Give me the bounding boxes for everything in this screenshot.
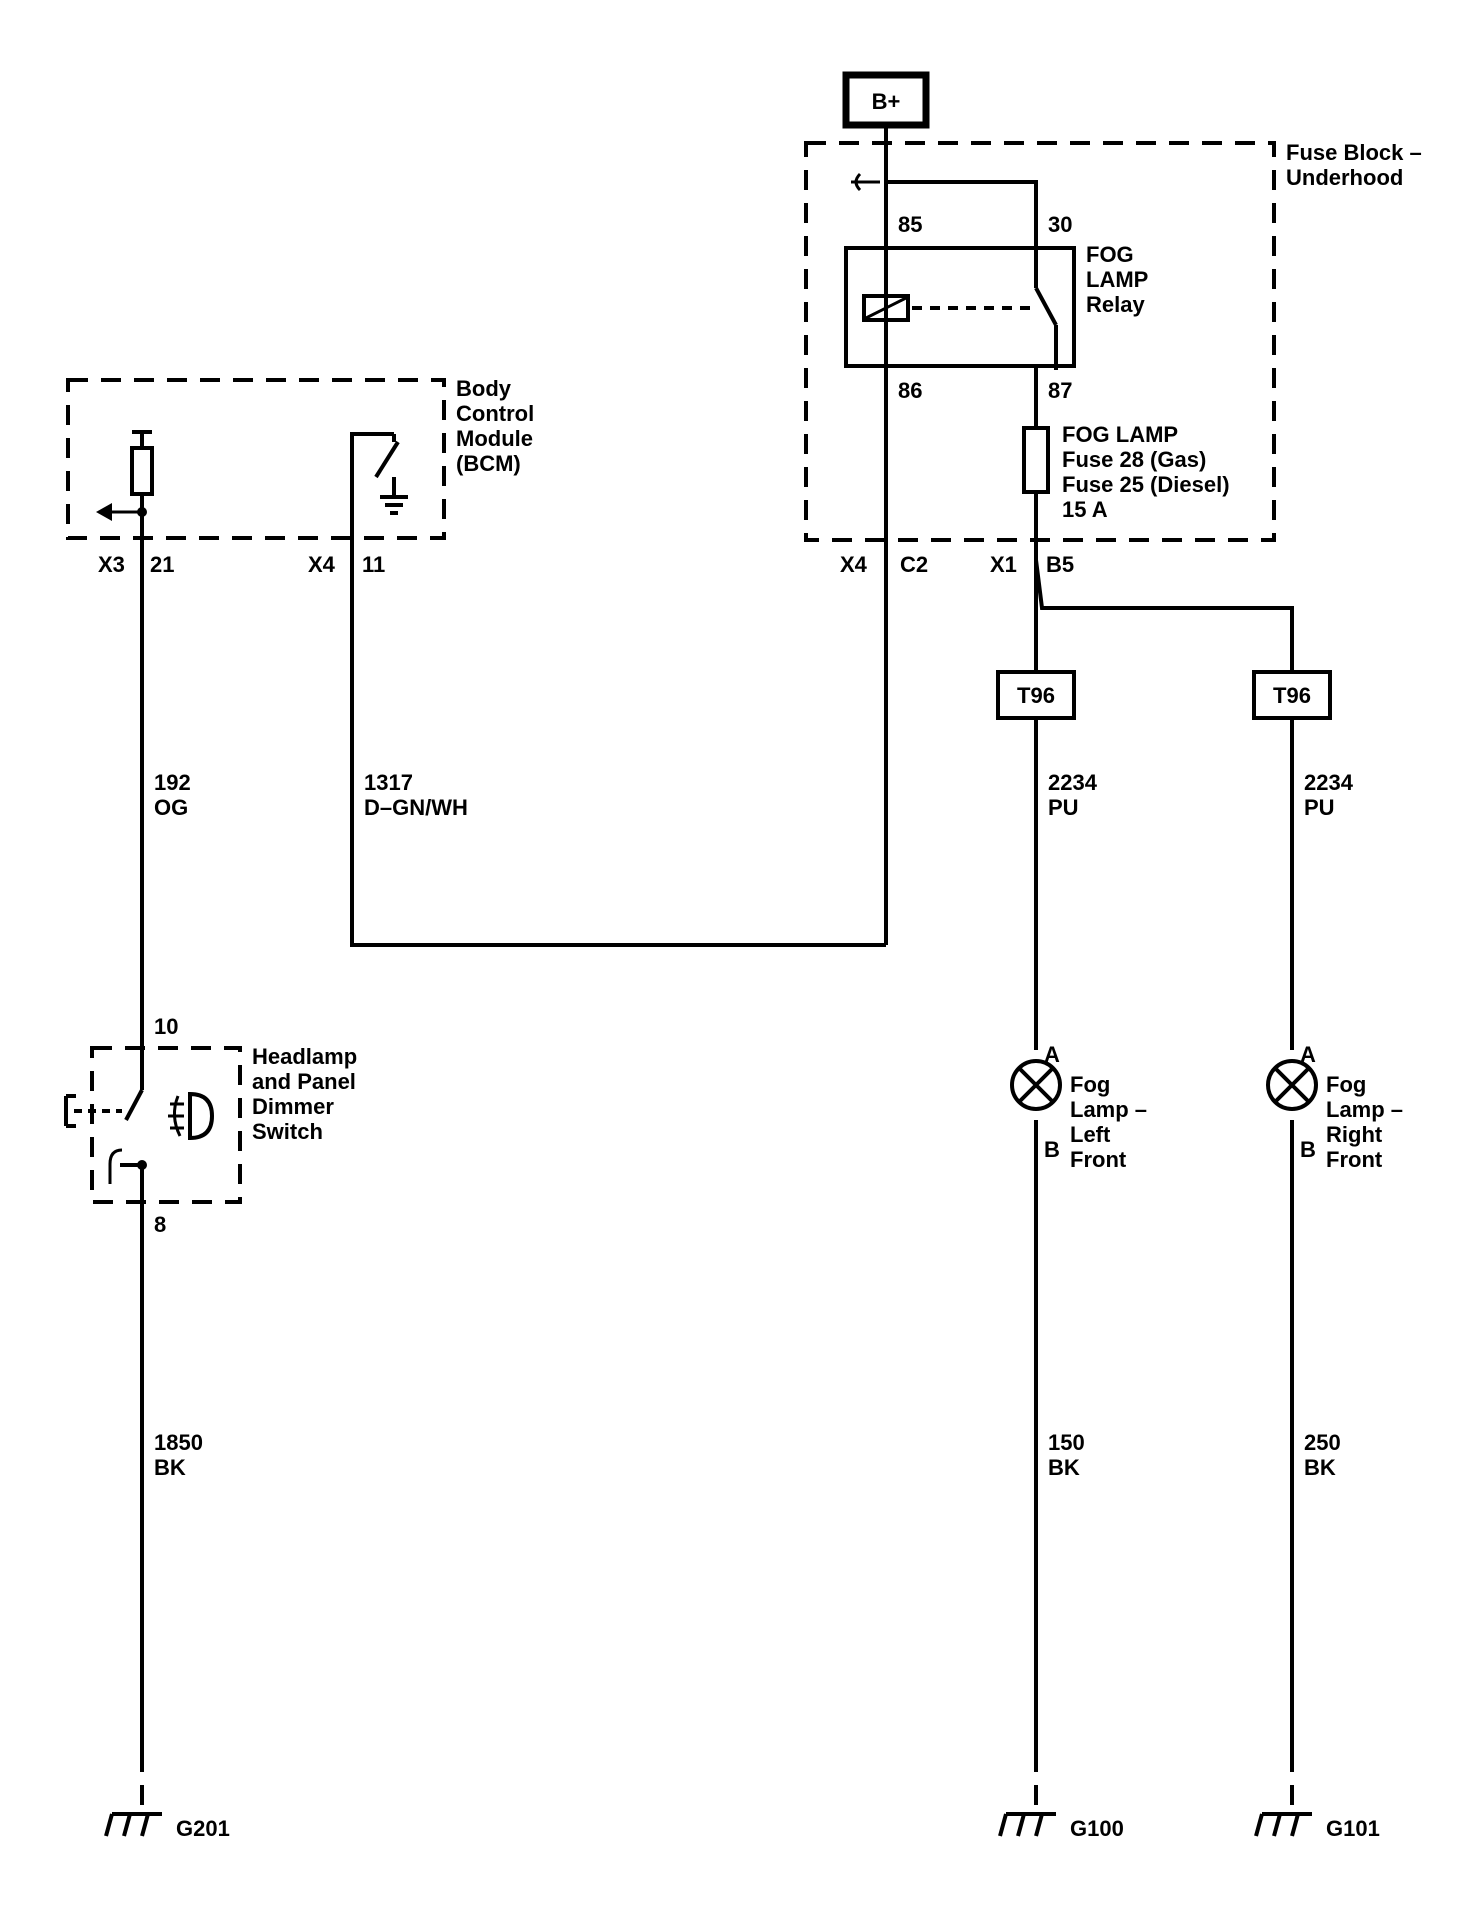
bcm-connector-x4: X4 bbox=[308, 552, 336, 577]
switch-name-line1: Headlamp bbox=[252, 1044, 357, 1069]
relay-name-line1: FOG bbox=[1086, 242, 1134, 267]
wire-2234-right-color: PU bbox=[1304, 795, 1335, 820]
relay-switch-icon bbox=[1034, 250, 1058, 370]
relay-box bbox=[844, 246, 1076, 368]
wire-192-color: OG bbox=[154, 795, 188, 820]
wire-2234-left-circuit: 2234 bbox=[1048, 770, 1098, 795]
switch-name-line3: Dimmer bbox=[252, 1094, 334, 1119]
wire-250-color: BK bbox=[1304, 1455, 1336, 1480]
fuse-block-boundary bbox=[804, 141, 1276, 542]
headlamp-panel-dimmer-switch: 10 8 Headlamp and Panel Dimmer Switch bbox=[64, 945, 357, 1752]
relay-name-line3: Relay bbox=[1086, 292, 1145, 317]
fog-lamp-left-name-line2: Lamp – bbox=[1070, 1097, 1147, 1122]
fuse-block-pin-c2: C2 bbox=[900, 552, 928, 577]
fog-lamp-relay: 85 30 86 87 FOG LAMP Relay bbox=[844, 212, 1148, 403]
wire-2234-left-color: PU bbox=[1048, 795, 1079, 820]
bcm-name-line3: Module bbox=[456, 426, 533, 451]
bcm-name-line2: Control bbox=[456, 401, 534, 426]
fog-lamp-left-name-line1: Fog bbox=[1070, 1072, 1110, 1097]
wire-2234-right-circuit: 2234 bbox=[1304, 770, 1354, 795]
bcm-name-line1: Body bbox=[456, 376, 512, 401]
relay-name-line2: LAMP bbox=[1086, 267, 1148, 292]
wire-192-circuit: 192 bbox=[154, 770, 191, 795]
fuse-line2: Fuse 28 (Gas) bbox=[1062, 447, 1206, 472]
fog-lamp-feed-wires bbox=[1034, 559, 1294, 1752]
wire-1317-circuit: 1317 bbox=[364, 770, 413, 795]
ground-g101-icon bbox=[1254, 1812, 1312, 1837]
fuse-line3: Fuse 25 (Diesel) bbox=[1062, 472, 1230, 497]
wire-150-color: BK bbox=[1048, 1455, 1080, 1480]
bcm-pullup-resistor-icon bbox=[130, 446, 154, 496]
ground-g100-label: G100 bbox=[1070, 1816, 1124, 1841]
fog-lamp-right-pin-b: B bbox=[1300, 1137, 1316, 1162]
fuse-block-connector-x1: X1 bbox=[990, 552, 1017, 577]
wire-1317: 1317 D–GN/WH bbox=[350, 538, 886, 947]
bcm-ground-icon bbox=[380, 495, 408, 515]
switch-pin-8: 8 bbox=[154, 1212, 166, 1237]
power-bus-wires bbox=[851, 125, 1038, 945]
fuse-block-connector-x4: X4 bbox=[840, 552, 868, 577]
fog-lamp-right-pin-a: A bbox=[1300, 1042, 1316, 1067]
switch-boundary bbox=[90, 1046, 242, 1204]
ground-g201-label: G201 bbox=[176, 1816, 230, 1841]
fuse-block-pin-b5: B5 bbox=[1046, 552, 1074, 577]
fuse-block-connectors: X4 C2 X1 B5 bbox=[840, 552, 1074, 577]
fog-lamp-right-name-line2: Lamp – bbox=[1326, 1097, 1403, 1122]
ground-g201-icon bbox=[104, 1812, 162, 1837]
relay-pin-30: 30 bbox=[1048, 212, 1072, 237]
fuse-block-name-line1: Fuse Block – bbox=[1286, 140, 1422, 165]
relay-pin-85: 85 bbox=[898, 212, 922, 237]
fog-lamp-left-pin-b: B bbox=[1044, 1137, 1060, 1162]
bcm-name-line4: (BCM) bbox=[456, 451, 521, 476]
fog-lamp-left-front: A B Fog Lamp – Left Front bbox=[1010, 1042, 1147, 1172]
ground-g101: G101 bbox=[1254, 1752, 1380, 1841]
ground-g101-label: G101 bbox=[1326, 1816, 1380, 1841]
fuse-line4: 15 A bbox=[1062, 497, 1108, 522]
switch-pin-10: 10 bbox=[154, 1014, 178, 1039]
connector-t96-right: T96 bbox=[1252, 670, 1332, 720]
bcm-input-arrow-icon bbox=[96, 503, 112, 521]
bcm-pin-21: 21 bbox=[150, 552, 174, 577]
wire-1850-circuit: 1850 bbox=[154, 1430, 203, 1455]
switch-blade-icon bbox=[124, 1089, 144, 1121]
switch-name-line2: and Panel bbox=[252, 1069, 356, 1094]
fuse-block-underhood: Fuse Block – Underhood bbox=[804, 140, 1422, 542]
fog-lamp-left-pin-a: A bbox=[1044, 1042, 1060, 1067]
connector-t96-left: T96 bbox=[996, 670, 1076, 720]
battery-positive-source: B+ bbox=[842, 71, 930, 129]
relay-pin-86: 86 bbox=[898, 378, 922, 403]
fog-lamp-left-name-line3: Left bbox=[1070, 1122, 1111, 1147]
battery-positive-label: B+ bbox=[872, 89, 901, 114]
fog-lamp-right-front: A B Fog Lamp – Right Front bbox=[1266, 1042, 1403, 1172]
relay-pin-87: 87 bbox=[1048, 378, 1072, 403]
wire-1317-color: D–GN/WH bbox=[364, 795, 468, 820]
bcm-pin-11: 11 bbox=[362, 552, 385, 577]
fog-lamp-left-name-line4: Front bbox=[1070, 1147, 1127, 1172]
ground-g100: G100 bbox=[998, 1752, 1124, 1841]
wire-150-circuit: 150 bbox=[1048, 1430, 1085, 1455]
fuse-line1: FOG LAMP bbox=[1062, 422, 1178, 447]
fog-lamp-right-name-line3: Right bbox=[1326, 1122, 1383, 1147]
fog-lamp-indicator-icon bbox=[168, 1091, 215, 1141]
fog-lamp-right-name-line1: Fog bbox=[1326, 1072, 1366, 1097]
fog-lamp-right-name-line4: Front bbox=[1326, 1147, 1383, 1172]
ground-g100-icon bbox=[998, 1812, 1056, 1837]
switch-name-line4: Switch bbox=[252, 1119, 323, 1144]
connector-t96-left-label: T96 bbox=[1017, 683, 1055, 708]
body-control-module: Body Control Module (BCM) X3 21 X4 11 bbox=[66, 376, 534, 945]
connector-t96-right-label: T96 bbox=[1273, 683, 1311, 708]
fuse-block-name-line2: Underhood bbox=[1286, 165, 1403, 190]
fog-lamp-fuse: FOG LAMP Fuse 28 (Gas) Fuse 25 (Diesel) … bbox=[1022, 366, 1230, 560]
wire-1850-color: BK bbox=[154, 1455, 186, 1480]
bcm-connector-x3: X3 bbox=[98, 552, 125, 577]
ground-g201: G201 bbox=[104, 1752, 230, 1841]
relay-coil-icon bbox=[862, 294, 910, 322]
fuse-icon bbox=[1022, 426, 1050, 494]
wire-250-circuit: 250 bbox=[1304, 1430, 1341, 1455]
